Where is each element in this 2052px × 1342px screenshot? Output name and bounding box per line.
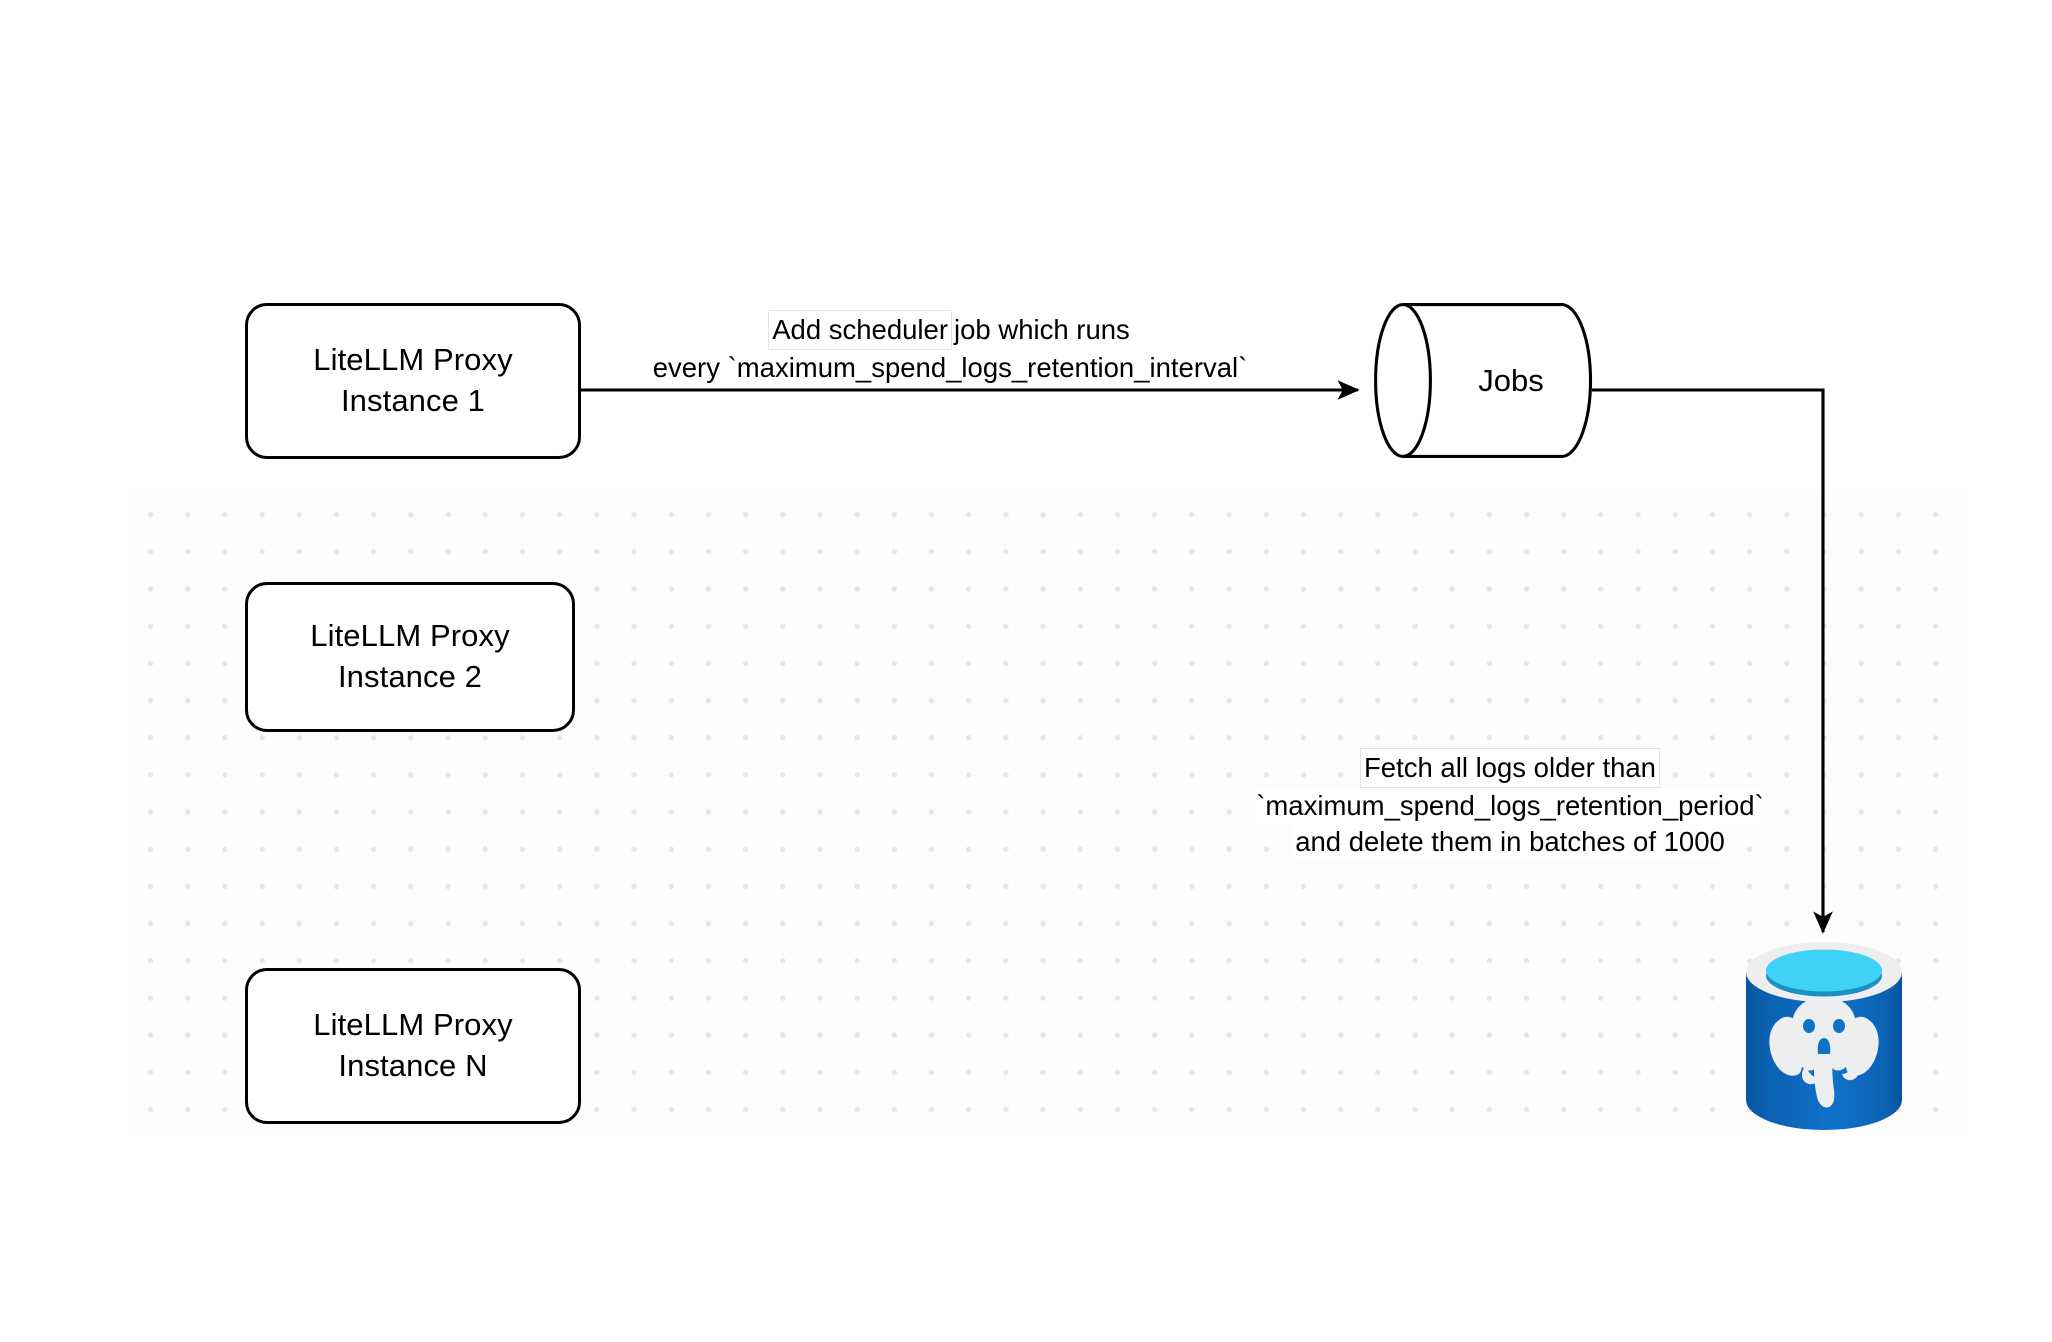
node-jobs-label: Jobs: [1478, 362, 1544, 398]
postgresql-elephant-icon: [1769, 997, 1879, 1108]
edge-label-line: Add scheduler job which runs: [600, 310, 1300, 350]
node-label: LiteLLM Proxy Instance 1: [313, 342, 513, 418]
elephant-eye-right: [1833, 1019, 1845, 1033]
node-litellm-proxy-instance-2[interactable]: LiteLLM Proxy Instance 2: [245, 582, 575, 732]
edge-label-line: Fetch all logs older than: [1250, 748, 1770, 788]
node-litellm-proxy-instance-n[interactable]: LiteLLM Proxy Instance N: [245, 968, 581, 1124]
edge-jobs-to-database: [1592, 388, 1833, 934]
edge-label-line: every `maximum_spend_logs_retention_inte…: [600, 349, 1300, 386]
edge-label-fetch: Fetch all logs older than `maximum_spend…: [1250, 748, 1770, 860]
edge-label-line: `maximum_spend_logs_retention_period`: [1250, 787, 1770, 824]
database-opening: [1766, 949, 1882, 992]
edge-label-scheduler: Add scheduler job which runs every `maxi…: [600, 310, 1300, 386]
elephant-eye-left: [1803, 1019, 1815, 1033]
edge-label-highlight: Add scheduler: [768, 310, 952, 350]
node-label: LiteLLM Proxy Instance N: [313, 1007, 513, 1083]
edge-label-line: and delete them in batches of 1000: [1250, 823, 1770, 860]
database-body: [1746, 972, 1902, 1130]
node-jobs-cylinder[interactable]: [1374, 303, 1593, 458]
postgresql-database-icon[interactable]: [1740, 942, 1908, 1132]
node-litellm-proxy-instance-1[interactable]: LiteLLM Proxy Instance 1: [245, 303, 581, 459]
edge-label-highlight: Fetch all logs older than: [1360, 748, 1660, 788]
node-label: LiteLLM Proxy Instance 2: [310, 618, 510, 694]
edge-label-rest: job which runs: [952, 312, 1132, 348]
